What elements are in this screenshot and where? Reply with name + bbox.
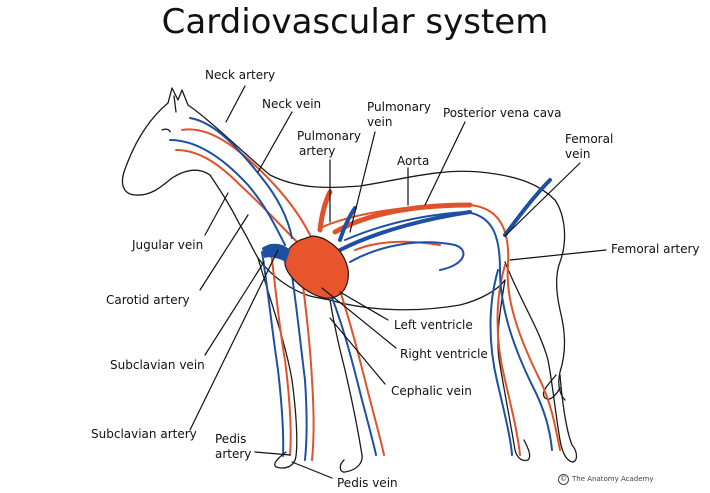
label-pulmonary-artery-line2: artery (299, 144, 336, 158)
label-aorta: Aorta (397, 154, 430, 168)
label-left-ventricle: Left ventricle (394, 318, 473, 332)
diagram-title: Cardiovascular system (161, 2, 549, 42)
leader-lines (189, 85, 607, 479)
label-neck-vein: Neck vein (262, 97, 322, 111)
label-carotid-artery: Carotid artery (106, 293, 190, 307)
label-femoral-artery: Femoral artery (611, 242, 700, 256)
label-pedis-vein: Pedis vein (337, 476, 398, 490)
vein-vessels (169, 117, 553, 461)
label-pedis-artery-line2: artery (215, 447, 252, 461)
label-subclavian-artery: Subclavian artery (91, 427, 197, 441)
label-neck-artery: Neck artery (205, 68, 276, 82)
label-femoral-vein-line1: Femoral (565, 132, 614, 146)
label-pulmonary-artery-line1: Pulmonary (297, 129, 361, 143)
label-femoral-vein-line2: vein (565, 147, 591, 161)
vein-trunk (338, 178, 552, 252)
label-pulmonary-vein-line2: vein (367, 115, 393, 129)
label-cephalic-vein: Cephalic vein (391, 384, 472, 398)
heart (262, 189, 357, 299)
label-pedis-artery-line1: Pedis (215, 432, 247, 446)
label-posterior-vena-cava: Posterior vena cava (443, 106, 562, 120)
label-pulmonary-vein-line1: Pulmonary (367, 100, 431, 114)
label-right-ventricle: Right ventricle (400, 347, 488, 361)
copyright-icon: © (558, 474, 569, 485)
credit-text: The Anatomy Academy (572, 475, 654, 483)
label-subclavian-vein: Subclavian vein (110, 358, 205, 372)
credit: ©The Anatomy Academy (558, 474, 654, 485)
label-jugular-vein: Jugular vein (132, 238, 204, 252)
